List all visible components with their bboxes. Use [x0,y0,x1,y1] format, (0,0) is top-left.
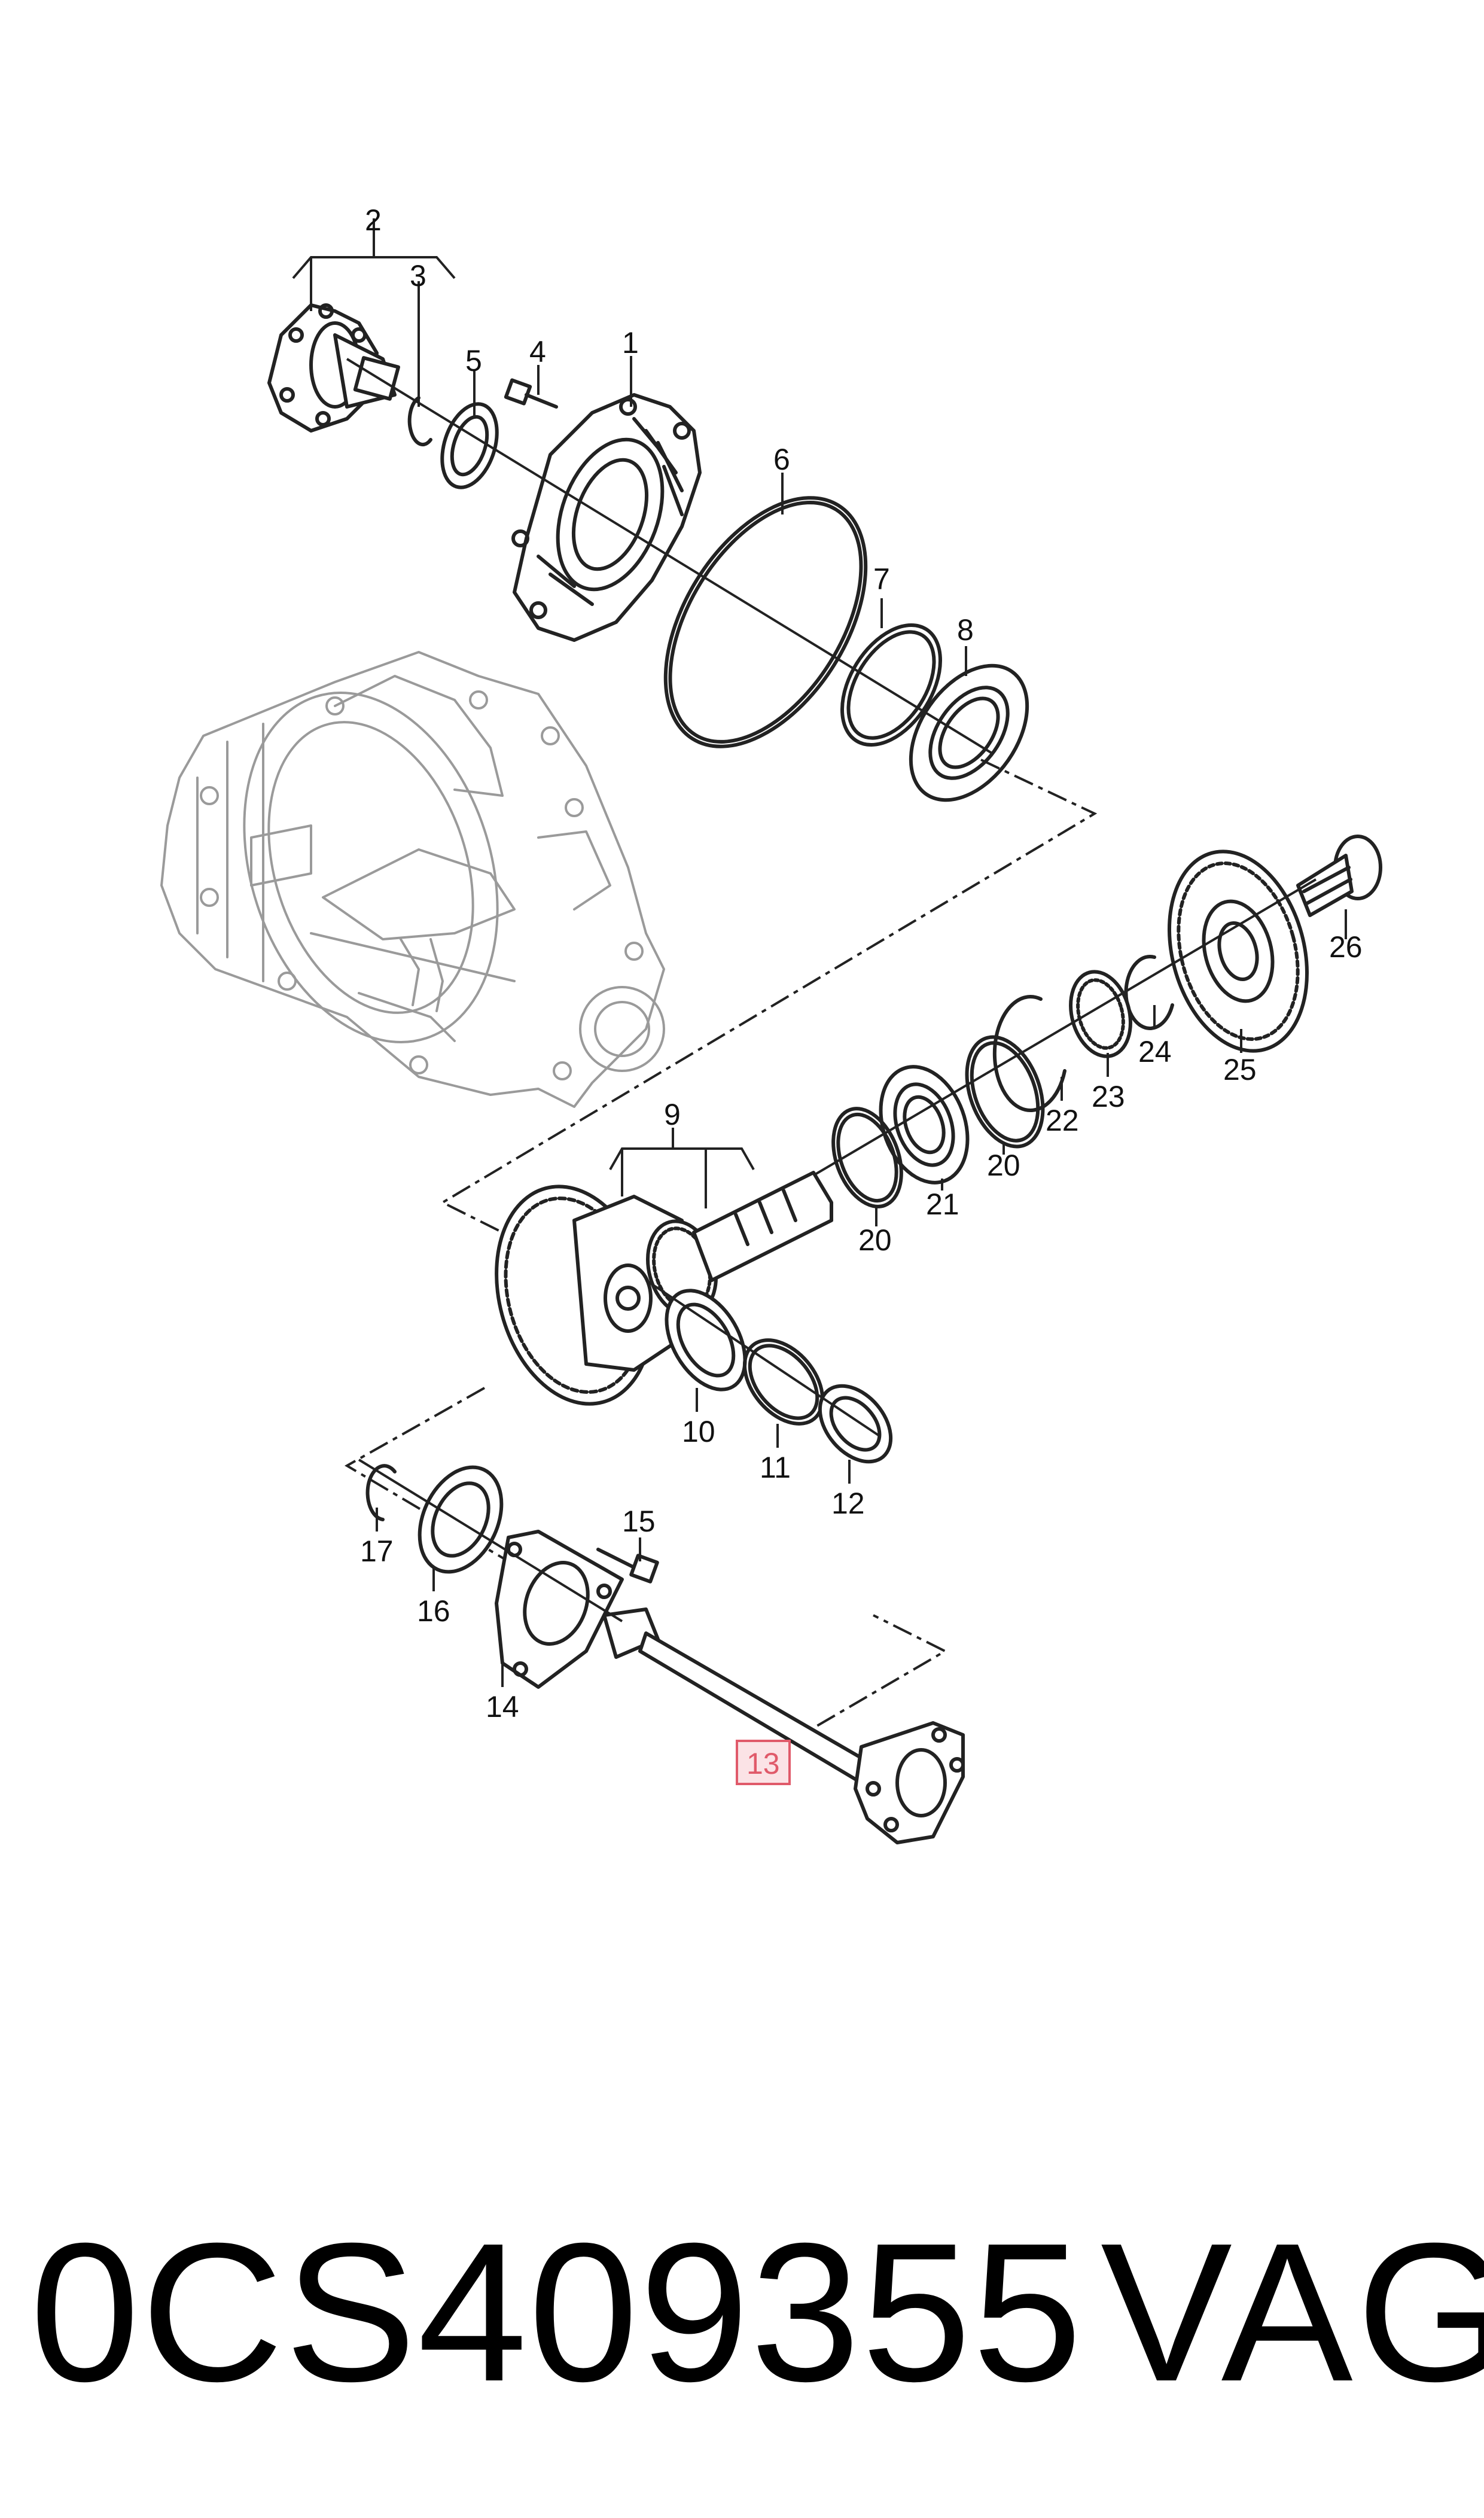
callout-3: 3 [410,259,426,293]
callout-10: 10 [682,1415,715,1448]
part-gear-25 [1167,850,1309,1053]
part-drive-shaft-13 [602,1607,965,1844]
part-flange-2 [267,303,400,433]
leader-lines [292,218,1347,1756]
brand-name: VAG [1101,2202,1484,2422]
callout-14: 14 [486,1690,519,1724]
part-ring-7 [840,623,942,747]
part-bearing-12 [818,1384,893,1464]
callout-12: 12 [831,1487,865,1520]
callout-2: 2 [365,203,382,237]
callout-20-lower: 20 [858,1223,892,1257]
callout-8: 8 [957,613,974,647]
part-differential-9 [495,1171,833,1406]
part-bolt-15 [596,1548,659,1584]
callout-26: 26 [1329,930,1363,964]
part-o-ring-6 [663,496,868,748]
callout-11: 11 [760,1451,791,1484]
callout-15: 15 [622,1505,656,1538]
gearbox-housing [160,651,665,1108]
part-bolt-4 [504,378,558,409]
part-number: 0CS409355 [30,2202,1084,2422]
part-bearing-16 [418,1465,504,1574]
part-bearing-8 [909,663,1029,802]
callout-4: 4 [529,335,546,369]
callout-13: 13 [746,1747,780,1780]
part-ring-20-upper [965,1035,1045,1149]
callout-13-highlight [736,1740,791,1785]
callout-9: 9 [664,1098,681,1131]
part-seal-5 [440,402,499,489]
part-bearing-10 [665,1289,747,1392]
callout-5: 5 [465,344,482,377]
callout-22: 22 [1046,1104,1079,1137]
callout-16: 16 [417,1594,450,1628]
callout-1: 1 [622,326,639,360]
callout-17: 17 [360,1534,394,1568]
part-snap-ring-22 [992,995,1066,1113]
callout-20-upper: 20 [987,1149,1020,1182]
part-snap-ring-3 [407,396,432,447]
callout-24: 24 [1138,1035,1172,1068]
part-26 [1296,835,1382,917]
callout-6: 6 [773,443,790,476]
part-ring-20-lower [831,1107,903,1208]
part-snap-ring-17 [365,1464,397,1521]
callout-21: 21 [926,1188,959,1221]
callout-25: 25 [1223,1053,1257,1086]
part-bracket-14 [495,1530,624,1689]
callout-7: 7 [873,562,890,596]
part-ring-11 [742,1338,825,1426]
callout-23: 23 [1092,1080,1125,1113]
